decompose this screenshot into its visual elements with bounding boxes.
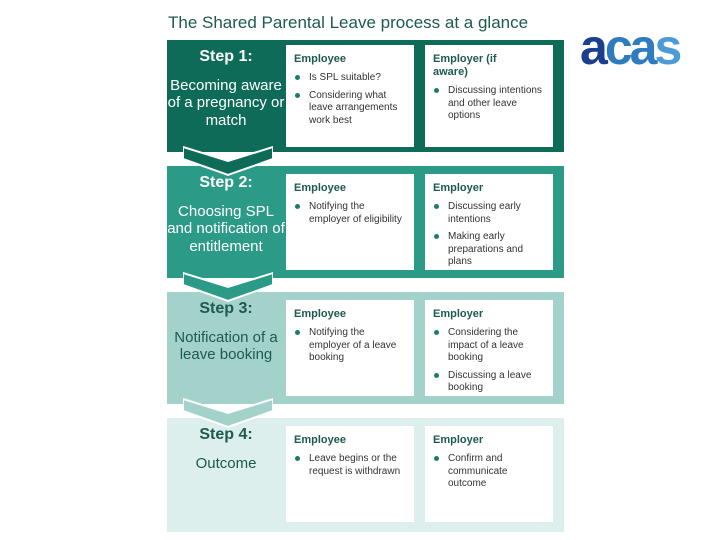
- step-2-employee-heading: Employee: [294, 182, 346, 194]
- step-2-employer-box: Employer Discussing early intentions Mak…: [425, 174, 553, 270]
- step-4-employer-item: Confirm and communicate outcome: [433, 453, 545, 491]
- step-3-employer-box: Employer Considering the impact of a lea…: [425, 300, 553, 396]
- step-1-employer-item: Discussing intentions and other leave op…: [433, 85, 545, 123]
- step-4-employee-item: Leave begins or the request is withdrawn: [294, 453, 406, 478]
- step-3-label: Step 3: Notification of a leave booking: [167, 300, 285, 364]
- step-2-employer-heading: Employer: [433, 182, 484, 194]
- logo-part-1: a: [580, 19, 608, 75]
- step-3-employee-box: Employee Notifying the employer of a lea…: [286, 300, 414, 396]
- step-2-panel: Step 2: Choosing SPL and notification of…: [167, 166, 564, 278]
- logo-part-2: ca: [604, 19, 658, 75]
- page-title: The Shared Parental Leave process at a g…: [168, 13, 529, 32]
- step-4-employee-box: Employee Leave begins or the request is …: [286, 426, 414, 522]
- step-1-description: Becoming aware of a pregnancy or match: [167, 76, 285, 129]
- step-2-label: Step 2: Choosing SPL and notification of…: [167, 174, 285, 255]
- step-2-employee-box: Employee Notifying the employer of eligi…: [286, 174, 414, 270]
- step-4-employer-heading: Employer: [433, 434, 484, 446]
- chevron-down-icon: [183, 145, 273, 177]
- step-3-employer-item: Considering the impact of a leave bookin…: [433, 327, 545, 365]
- step-1-employee-item: Considering what leave arrangements work…: [294, 90, 406, 128]
- step-1-number: Step 1:: [199, 48, 253, 65]
- step-4-label: Step 4: Outcome: [167, 426, 285, 472]
- acas-logo: acas: [580, 19, 682, 75]
- step-4-employer-box: Employer Confirm and communicate outcome: [425, 426, 553, 522]
- step-1-label: Step 1: Becoming aware of a pregnancy or…: [167, 48, 285, 129]
- step-3-employee-heading: Employee: [294, 308, 346, 320]
- step-3-employer-heading: Employer: [433, 308, 484, 320]
- step-1-employee-heading: Employee: [294, 53, 346, 65]
- step-2-employer-item: Discussing early intentions: [433, 201, 545, 226]
- step-4-number: Step 4:: [199, 426, 253, 443]
- step-1-panel: Step 1: Becoming aware of a pregnancy or…: [167, 40, 564, 152]
- step-1-employer-box: Employer (if aware) Discussing intention…: [425, 45, 553, 147]
- step-4-description: Outcome: [195, 454, 257, 472]
- step-4-employee-heading: Employee: [294, 434, 346, 446]
- step-1-employer-heading: Employer (if aware): [433, 53, 497, 79]
- step-2-employer-item: Making early preparations and plans: [433, 231, 545, 269]
- logo-part-3: s: [654, 19, 682, 75]
- step-2-number: Step 2:: [199, 174, 253, 191]
- step-3-employer-item: Discussing a leave booking: [433, 370, 545, 395]
- step-4-panel: Step 4: Outcome Employee Leave begins or…: [167, 418, 564, 532]
- step-3-panel: Step 3: Notification of a leave booking …: [167, 292, 564, 404]
- step-3-description: Notification of a leave booking: [174, 328, 278, 364]
- step-1-employee-item: Is SPL suitable?: [294, 72, 406, 85]
- step-2-description: Choosing SPL and notification of entitle…: [167, 202, 285, 255]
- step-3-employee-item: Notifying the employer of a leave bookin…: [294, 327, 406, 365]
- step-3-number: Step 3:: [199, 300, 253, 317]
- chevron-down-icon: [183, 271, 273, 303]
- chevron-down-icon: [183, 397, 273, 429]
- step-2-employee-item: Notifying the employer of eligibility: [294, 201, 406, 226]
- step-1-employee-box: Employee Is SPL suitable? Considering wh…: [286, 45, 414, 147]
